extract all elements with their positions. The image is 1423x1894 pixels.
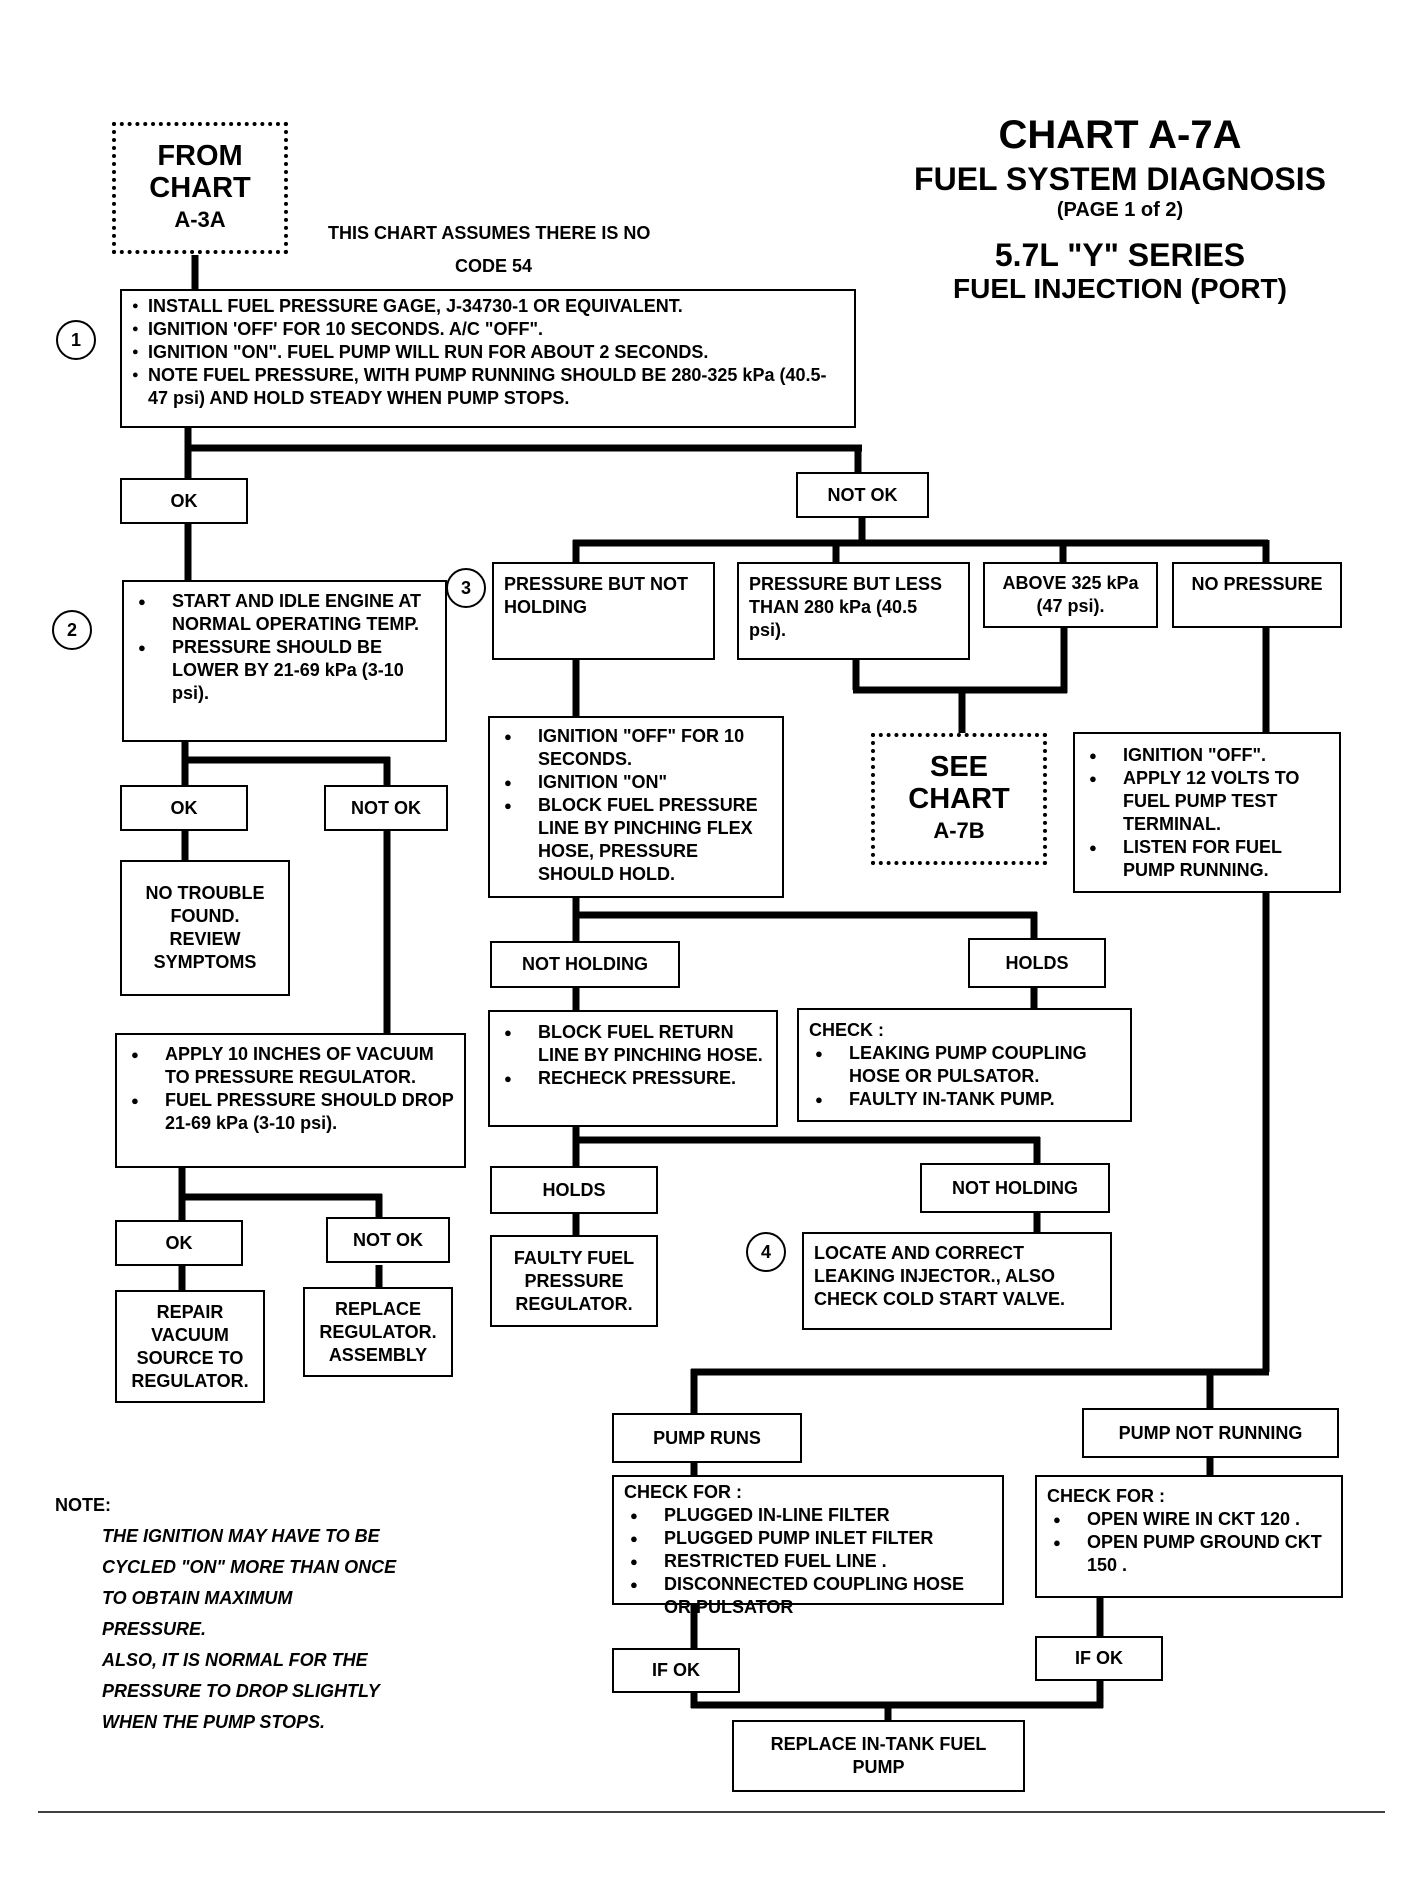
- step-marker-3: 3: [446, 568, 486, 608]
- check-heading: CHECK FOR :: [1047, 1486, 1165, 1506]
- engine-series: 5.7L "Y" SERIES: [994, 237, 1246, 273]
- step-marker-1: 1: [56, 320, 96, 360]
- check-heading: CHECK :: [809, 1020, 884, 1040]
- return-line-test: BLOCK FUEL RETURN LINE BY PINCHING HOSE.…: [488, 1010, 778, 1127]
- note-line: PRESSURE.: [102, 1619, 207, 1639]
- return-test-item: RECHECK PRESSURE.: [498, 1067, 768, 1090]
- step2-instructions: START AND IDLE ENGINE AT NORMAL OPERATIN…: [122, 580, 447, 742]
- from-chart-line: FROM: [157, 140, 243, 172]
- block-test-item: BLOCK FUEL PRESSURE LINE BY PINCHING FLE…: [498, 794, 774, 886]
- see-chart-line: SEE: [929, 751, 989, 783]
- return-not-holding: NOT HOLDING: [920, 1163, 1110, 1213]
- no-trouble-found: NO TROUBLE FOUND. REVIEW SYMPTOMS: [120, 860, 290, 996]
- system-type: FUEL INJECTION (PORT): [953, 273, 1287, 304]
- see-chart-line: CHART: [908, 783, 1010, 815]
- note-line: TO OBTAIN MAXIMUM: [102, 1588, 293, 1608]
- return-holds: HOLDS: [490, 1166, 658, 1214]
- vacuum-item: FUEL PRESSURE SHOULD DROP 21-69 kPa (3-1…: [125, 1089, 456, 1135]
- step1-ok: OK: [120, 478, 248, 524]
- replace-in-tank-pump: REPLACE IN-TANK FUEL PUMP: [732, 1720, 1025, 1792]
- check-item: OPEN PUMP GROUND CKT 150 .: [1047, 1531, 1331, 1577]
- step1-item: INSTALL FUEL PRESSURE GAGE, J-34730-1 OR…: [130, 295, 846, 318]
- runs-if-ok: IF OK: [612, 1648, 740, 1693]
- note-line: CYCLED "ON" MORE THAN ONCE: [102, 1557, 397, 1577]
- note-line: THE IGNITION MAY HAVE TO BE: [102, 1526, 380, 1546]
- check-item: PLUGGED IN-LINE FILTER: [624, 1504, 992, 1527]
- note-line: ALSO, IT IS NORMAL FOR THE: [102, 1650, 368, 1670]
- not-running-if-ok: IF OK: [1035, 1636, 1163, 1681]
- see-chart-ref: A-7B: [933, 818, 985, 843]
- faulty-pressure-regulator: FAULTY FUEL PRESSURE REGULATOR.: [490, 1235, 658, 1327]
- vacuum-not-ok: NOT OK: [326, 1217, 450, 1263]
- condition-no-pressure: NO PRESSURE: [1172, 562, 1342, 628]
- step-marker-2: 2: [52, 610, 92, 650]
- note-block: NOTE: THE IGNITION MAY HAVE TO BE CYCLED…: [55, 1490, 396, 1738]
- step1-instructions: INSTALL FUEL PRESSURE GAGE, J-34730-1 OR…: [120, 289, 856, 428]
- chart-subtitle: FUEL SYSTEM DIAGNOSIS: [914, 161, 1326, 197]
- pump-not-running-label: PUMP NOT RUNNING: [1082, 1408, 1339, 1458]
- pump-run-test: IGNITION "OFF". APPLY 12 VOLTS TO FUEL P…: [1073, 732, 1341, 893]
- vacuum-ok: OK: [115, 1220, 243, 1266]
- assumption-line-1: THIS CHART ASSUMES THERE IS NO: [328, 223, 651, 243]
- step1-not-ok: NOT OK: [796, 472, 929, 518]
- pump-test-item: IGNITION "OFF".: [1083, 744, 1331, 767]
- step1-item: IGNITION 'OFF' FOR 10 SECONDS. A/C "OFF"…: [130, 318, 846, 341]
- block-pressure-test: IGNITION "OFF" FOR 10 SECONDS. IGNITION …: [488, 716, 784, 898]
- block-not-holding: NOT HOLDING: [490, 941, 680, 988]
- vacuum-item: APPLY 10 INCHES OF VACUUM TO PRESSURE RE…: [125, 1043, 456, 1089]
- block-holds: HOLDS: [968, 938, 1106, 988]
- note-line: WHEN THE PUMP STOPS.: [102, 1712, 326, 1732]
- see-chart-box: SEE CHART A-7B: [871, 733, 1047, 865]
- block-test-item: IGNITION "OFF" FOR 10 SECONDS.: [498, 725, 774, 771]
- from-chart-ref: A-3A: [174, 207, 226, 232]
- step-marker-4: 4: [746, 1232, 786, 1272]
- from-chart-line: CHART: [149, 172, 251, 204]
- condition-pressure-less: PRESSURE BUT LESS THAN 280 kPa (40.5 psi…: [737, 562, 970, 660]
- leaking-injector-box: LOCATE AND CORRECT LEAKING INJECTOR., AL…: [802, 1232, 1112, 1330]
- note-line: PRESSURE TO DROP SLIGHTLY: [102, 1681, 380, 1701]
- page-indicator: (PAGE 1 of 2): [1056, 199, 1184, 221]
- check-coupling-box: CHECK : LEAKING PUMP COUPLING HOSE OR PU…: [797, 1008, 1132, 1122]
- condition-above-325: ABOVE 325 kPa (47 psi).: [983, 562, 1158, 628]
- return-test-item: BLOCK FUEL RETURN LINE BY PINCHING HOSE.: [498, 1021, 768, 1067]
- assumption-line-2: CODE 54: [455, 256, 533, 276]
- repair-vacuum-source: REPAIR VACUUM SOURCE TO REGULATOR.: [115, 1290, 265, 1403]
- block-test-item: IGNITION "ON": [498, 771, 774, 794]
- check-item: PLUGGED PUMP INLET FILTER: [624, 1527, 992, 1550]
- check-item: FAULTY IN-TANK PUMP.: [809, 1088, 1120, 1111]
- check-pump-runs-box: CHECK FOR : PLUGGED IN-LINE FILTER PLUGG…: [612, 1475, 1004, 1617]
- pump-runs-label: PUMP RUNS: [612, 1413, 802, 1463]
- pump-test-item: LISTEN FOR FUEL PUMP RUNNING.: [1083, 836, 1331, 882]
- chart-title: CHART A-7A: [998, 113, 1242, 157]
- check-item: DISCONNECTED COUPLING HOSE OR PULSATOR: [624, 1573, 992, 1619]
- check-heading: CHECK FOR :: [624, 1482, 742, 1502]
- step2-item: PRESSURE SHOULD BE LOWER BY 21-69 kPa (3…: [132, 636, 437, 705]
- check-item: OPEN WIRE IN CKT 120 .: [1047, 1508, 1331, 1531]
- note-heading: NOTE:: [55, 1495, 111, 1515]
- condition-pressure-not-holding: PRESSURE BUT NOT HOLDING: [492, 562, 715, 660]
- step2-not-ok: NOT OK: [324, 785, 448, 831]
- step1-item: IGNITION "ON". FUEL PUMP WILL RUN FOR AB…: [130, 341, 846, 364]
- step2-ok: OK: [120, 785, 248, 831]
- check-item: LEAKING PUMP COUPLING HOSE OR PULSATOR.: [809, 1042, 1120, 1088]
- check-pump-not-running-box: CHECK FOR : OPEN WIRE IN CKT 120 . OPEN …: [1035, 1475, 1343, 1598]
- step1-item: NOTE FUEL PRESSURE, WITH PUMP RUNNING SH…: [130, 364, 846, 410]
- check-item: RESTRICTED FUEL LINE .: [624, 1550, 992, 1573]
- vacuum-test-instructions: APPLY 10 INCHES OF VACUUM TO PRESSURE RE…: [115, 1033, 466, 1168]
- replace-regulator-assembly: REPLACE REGULATOR. ASSEMBLY: [303, 1287, 453, 1377]
- pump-test-item: APPLY 12 VOLTS TO FUEL PUMP TEST TERMINA…: [1083, 767, 1331, 836]
- step2-item: START AND IDLE ENGINE AT NORMAL OPERATIN…: [132, 590, 437, 636]
- from-chart-box: FROM CHART A-3A: [112, 122, 288, 254]
